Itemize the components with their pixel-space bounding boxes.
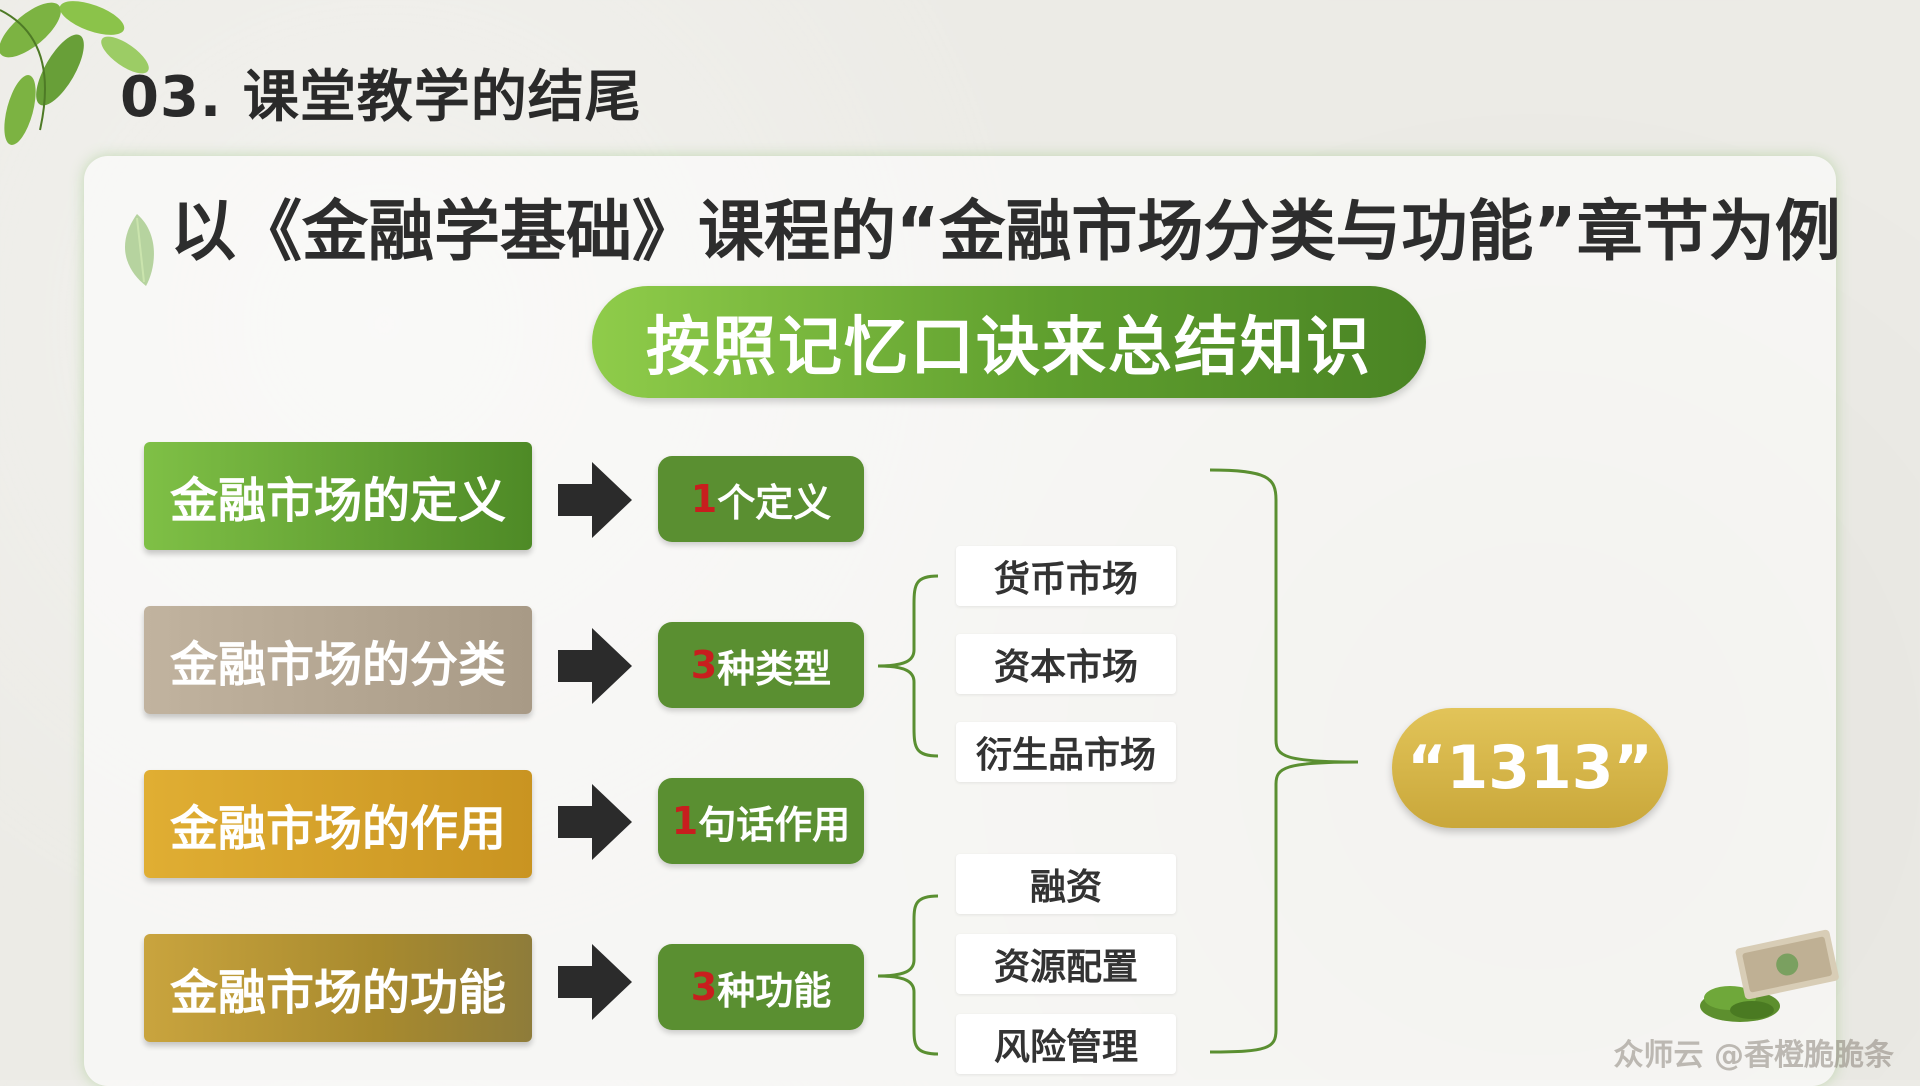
count-label: 种功能	[717, 968, 832, 1013]
count-number: 1	[671, 799, 699, 843]
arrow-right-icon	[558, 944, 632, 1020]
count-label: 种类型	[717, 646, 832, 691]
summary-mnemonic: “1313”	[1392, 708, 1668, 828]
topic-classification: 金融市场的分类	[144, 606, 532, 714]
money-stack-icon	[1700, 929, 1839, 1022]
types-bracket	[877, 574, 939, 758]
arrow-right-icon	[558, 628, 632, 704]
arrow-right-icon	[558, 784, 632, 860]
leaf-cluster-icon	[0, 1, 149, 145]
count-label: 个定义	[717, 480, 832, 525]
summary-bracket	[1209, 468, 1359, 1054]
functions-bracket	[877, 894, 939, 1056]
type-item: 资本市场	[956, 634, 1176, 694]
topic-role: 金融市场的作用	[144, 770, 532, 878]
count-label: 句话作用	[698, 802, 851, 847]
count-number: 3	[690, 643, 718, 687]
arrow-right-icon	[558, 462, 632, 538]
count-number: 3	[690, 965, 718, 1009]
function-item: 资源配置	[956, 934, 1176, 994]
headline: 以《金融学基础》课程的“金融市场分类与功能”章节为例	[170, 193, 1841, 270]
function-item: 融资	[956, 854, 1176, 914]
count-number: 1	[690, 477, 718, 521]
section-title: 03. 课堂教学的结尾	[120, 65, 642, 130]
function-item: 风险管理	[956, 1014, 1176, 1074]
topic-functions: 金融市场的功能	[144, 934, 532, 1042]
type-item: 衍生品市场	[956, 722, 1176, 782]
watermark: 众师云 @香橙脆脆条	[1613, 1038, 1894, 1073]
mnemonic-pill: 按照记忆口诀来总结知识	[592, 286, 1426, 398]
topic-definition: 金融市场的定义	[144, 442, 532, 550]
type-item: 货币市场	[956, 546, 1176, 606]
